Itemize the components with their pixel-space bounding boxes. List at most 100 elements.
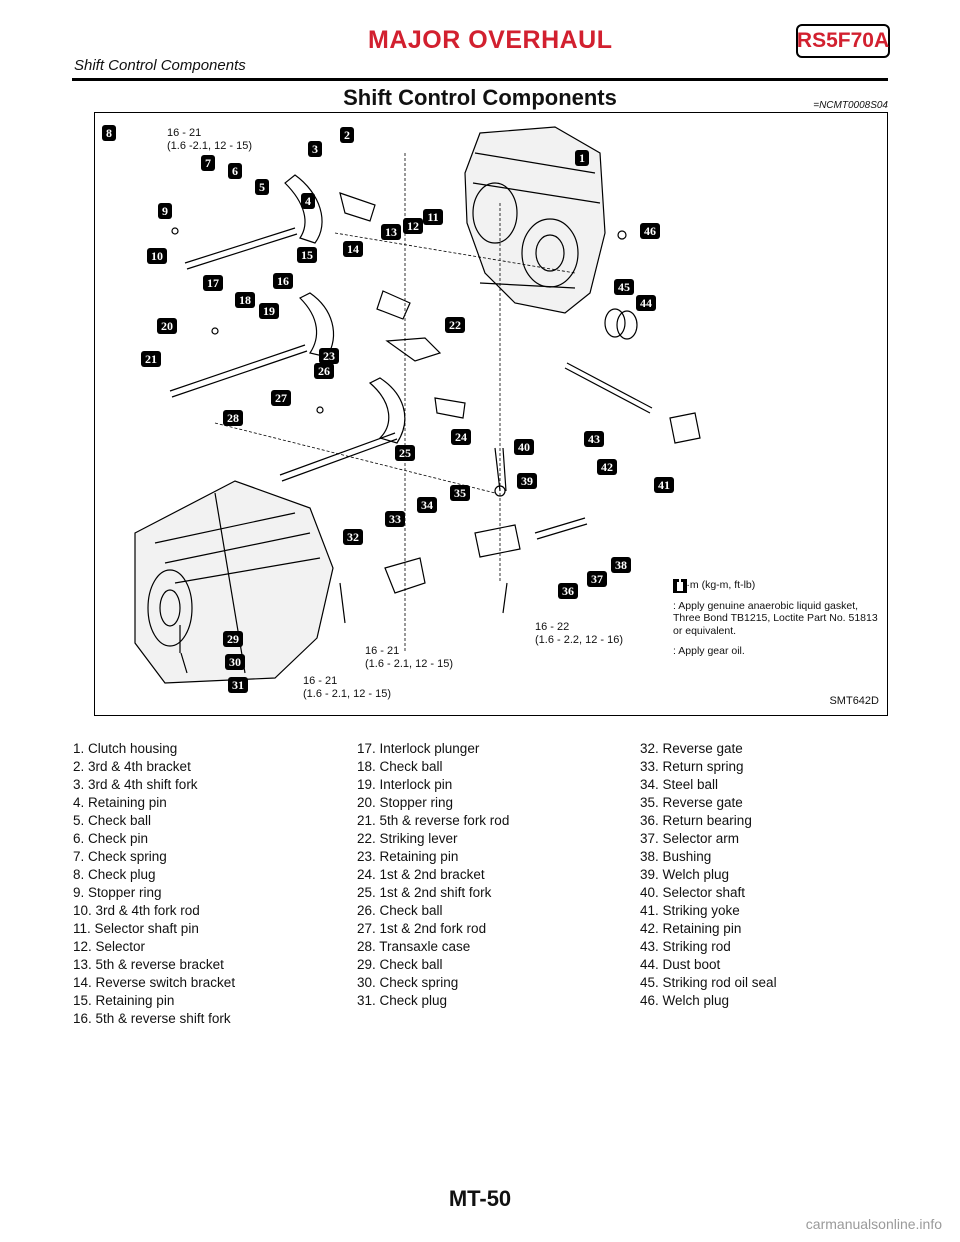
callout-6: 6 bbox=[228, 163, 242, 179]
part-item: 1. Clutch housing bbox=[73, 741, 178, 756]
part-item: 20. Stopper ring bbox=[357, 795, 454, 810]
svg-text:11: 11 bbox=[427, 210, 438, 224]
svg-text:28: 28 bbox=[227, 411, 239, 425]
callout-19: 19 bbox=[259, 303, 279, 319]
part-item: 31. Check plug bbox=[357, 993, 448, 1008]
torque-label-32: 16 - 21 (1.6 - 2.1, 12 - 15) bbox=[365, 645, 453, 671]
svg-text:20: 20 bbox=[161, 319, 173, 333]
callout-13: 13 bbox=[381, 224, 401, 240]
parts-list-col-3: 32. Reverse gate 33. Return spring 34. S… bbox=[640, 740, 777, 1010]
header-rule bbox=[72, 78, 888, 81]
part-item: 8. Check plug bbox=[73, 867, 156, 882]
svg-text:7: 7 bbox=[205, 156, 211, 170]
callout-23: 23 bbox=[319, 348, 339, 364]
part-item: 32. Reverse gate bbox=[640, 741, 743, 756]
callout-22: 22 bbox=[445, 317, 465, 333]
part-item: 27. 1st & 2nd fork rod bbox=[357, 921, 487, 936]
svg-text:16: 16 bbox=[277, 274, 289, 288]
svg-text:30: 30 bbox=[229, 655, 241, 669]
callout-34: 34 bbox=[417, 497, 437, 513]
svg-text:5: 5 bbox=[259, 180, 265, 194]
part-item: 15. Retaining pin bbox=[73, 993, 175, 1008]
part-item: 3. 3rd & 4th shift fork bbox=[73, 777, 198, 792]
svg-text:8: 8 bbox=[106, 126, 112, 140]
torque-units: (1.6 - 2.1, 12 - 15) bbox=[303, 688, 392, 700]
legend-text: : Apply genuine anaerobic liquid gasket,… bbox=[673, 599, 878, 637]
figure-id: SMT642D bbox=[829, 695, 879, 707]
svg-text:21: 21 bbox=[145, 352, 157, 366]
torque-value: 16 - 21 bbox=[167, 127, 202, 139]
svg-text:36: 36 bbox=[562, 584, 574, 598]
part-item: 17. Interlock plunger bbox=[357, 741, 480, 756]
part-item: 28. Transaxle case bbox=[357, 939, 471, 954]
callout-29: 29 bbox=[223, 631, 243, 647]
svg-text:26: 26 bbox=[318, 364, 330, 378]
legend-item: : Apply gear oil. bbox=[673, 579, 881, 658]
part-item: 29. Check ball bbox=[357, 957, 443, 972]
callout-39: 39 bbox=[517, 473, 537, 489]
callout-42: 42 bbox=[597, 459, 617, 475]
symbol-legend: : N·m (kg-m, ft-lb) : Apply genuine anae… bbox=[673, 579, 881, 666]
torque-label-8: 16 - 21 (1.6 -2.1, 12 - 15) bbox=[167, 127, 252, 153]
part-item: 26. Check ball bbox=[357, 903, 443, 918]
svg-text:41: 41 bbox=[658, 478, 670, 492]
callout-36: 36 bbox=[558, 583, 578, 599]
torque-units: (1.6 -2.1, 12 - 15) bbox=[167, 140, 252, 152]
parts-list-col-2: 17. Interlock plunger 18. Check ball 19.… bbox=[357, 740, 509, 1010]
part-item: 5. Check ball bbox=[73, 813, 152, 828]
callout-12: 12 bbox=[403, 218, 423, 234]
callout-15: 15 bbox=[297, 247, 317, 263]
svg-text:3: 3 bbox=[312, 142, 318, 156]
svg-text:13: 13 bbox=[385, 225, 397, 239]
part-item: 23. Retaining pin bbox=[357, 849, 459, 864]
callout-3: 3 bbox=[308, 141, 322, 157]
svg-text:35: 35 bbox=[454, 486, 466, 500]
legend-item: : Apply genuine anaerobic liquid gasket,… bbox=[673, 579, 881, 638]
part-item: 42. Retaining pin bbox=[640, 921, 742, 936]
callout-25: 25 bbox=[395, 445, 415, 461]
callout-41: 41 bbox=[654, 477, 674, 493]
callout-10: 10 bbox=[147, 248, 167, 264]
svg-text:34: 34 bbox=[421, 498, 433, 512]
callout-9: 9 bbox=[158, 203, 172, 219]
part-item: 10. 3rd & 4th fork rod bbox=[73, 903, 200, 918]
svg-text:14: 14 bbox=[347, 242, 359, 256]
svg-text:1: 1 bbox=[579, 151, 585, 165]
part-item: 44. Dust boot bbox=[640, 957, 721, 972]
page-number: MT-50 bbox=[448, 1186, 512, 1211]
part-item: 30. Check spring bbox=[357, 975, 459, 990]
callout-21: 21 bbox=[141, 351, 161, 367]
svg-text:39: 39 bbox=[521, 474, 533, 488]
svg-text:44: 44 bbox=[640, 296, 652, 310]
svg-text:17: 17 bbox=[207, 276, 219, 290]
svg-text:4: 4 bbox=[305, 194, 311, 208]
legend-text: : Apply gear oil. bbox=[673, 645, 745, 657]
svg-text:29: 29 bbox=[227, 632, 239, 646]
part-item: 41. Striking yoke bbox=[640, 903, 740, 918]
svg-text:2: 2 bbox=[344, 128, 350, 142]
svg-text:32: 32 bbox=[347, 530, 359, 544]
callout-layer: 1234567891011121314151617181920212223242… bbox=[102, 125, 674, 693]
part-item: 19. Interlock pin bbox=[357, 777, 453, 792]
callout-1: 1 bbox=[575, 150, 589, 166]
svg-text:6: 6 bbox=[232, 164, 238, 178]
part-item: 46. Welch plug bbox=[640, 993, 730, 1008]
svg-text:33: 33 bbox=[389, 512, 401, 526]
torque-label-35: 16 - 22 (1.6 - 2.2, 12 - 16) bbox=[535, 621, 623, 647]
torque-label-31: 16 - 21 (1.6 - 2.1, 12 - 15) bbox=[303, 675, 391, 701]
part-item: 34. Steel ball bbox=[640, 777, 719, 792]
svg-text:31: 31 bbox=[232, 678, 244, 692]
part-item: 14. Reverse switch bracket bbox=[73, 975, 236, 990]
torque-units: (1.6 - 2.1, 12 - 15) bbox=[365, 658, 454, 670]
section-ref-code: =NCMT0008S04 bbox=[813, 100, 888, 111]
part-item: 24. 1st & 2nd bracket bbox=[357, 867, 485, 882]
part-item: 21. 5th & reverse fork rod bbox=[357, 813, 510, 828]
callout-37: 37 bbox=[587, 571, 607, 587]
callout-43: 43 bbox=[584, 431, 604, 447]
model-code-badge: RS5F70A bbox=[796, 24, 890, 58]
callout-7: 7 bbox=[201, 155, 215, 171]
svg-text:9: 9 bbox=[162, 204, 168, 218]
svg-text:45: 45 bbox=[618, 280, 630, 294]
svg-text:24: 24 bbox=[455, 430, 467, 444]
